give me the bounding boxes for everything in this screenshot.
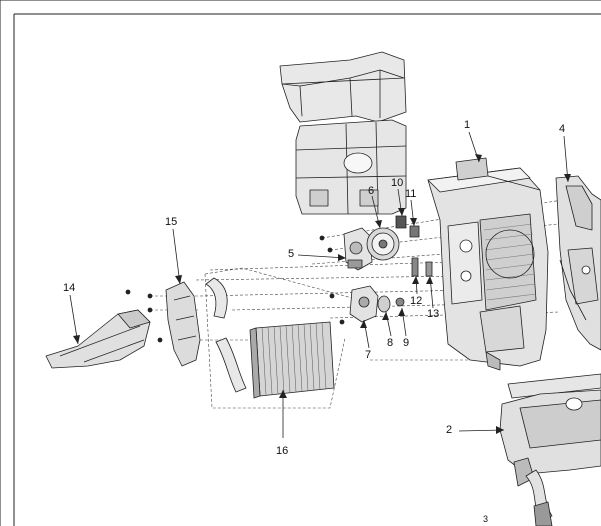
- callout-16: 16: [276, 445, 289, 457]
- callout-15: 15: [165, 216, 178, 228]
- part-actuators-upper: [319, 215, 420, 271]
- callout-10: 10: [391, 177, 404, 189]
- callout-7: 7: [365, 349, 372, 361]
- callout-12: 12: [410, 295, 423, 307]
- leader-arrowheads: [73, 154, 571, 434]
- part-top-cover: [279, 51, 407, 215]
- callout-6: 6: [368, 185, 375, 197]
- callout-11: 11: [405, 188, 417, 200]
- part-actuators-lower: [329, 257, 433, 325]
- callout-1: 1: [464, 119, 471, 131]
- callout-8: 8: [387, 337, 394, 349]
- part-duct: [125, 281, 201, 367]
- part-heater-core: [249, 321, 335, 399]
- part-pipes: [205, 277, 247, 393]
- callout-14: 14: [63, 282, 76, 294]
- callout-9: 9: [403, 337, 410, 349]
- part-lower-case: [499, 373, 601, 526]
- callout-4: 4: [559, 123, 566, 135]
- callout-13: 13: [427, 308, 440, 320]
- part-side-panel: [555, 175, 601, 351]
- callout-5: 5: [288, 248, 295, 260]
- part-lower-duct: [45, 309, 151, 369]
- callout-3: 3: [483, 514, 489, 524]
- part-main-case: [427, 157, 549, 371]
- callout-2: 2: [446, 424, 453, 436]
